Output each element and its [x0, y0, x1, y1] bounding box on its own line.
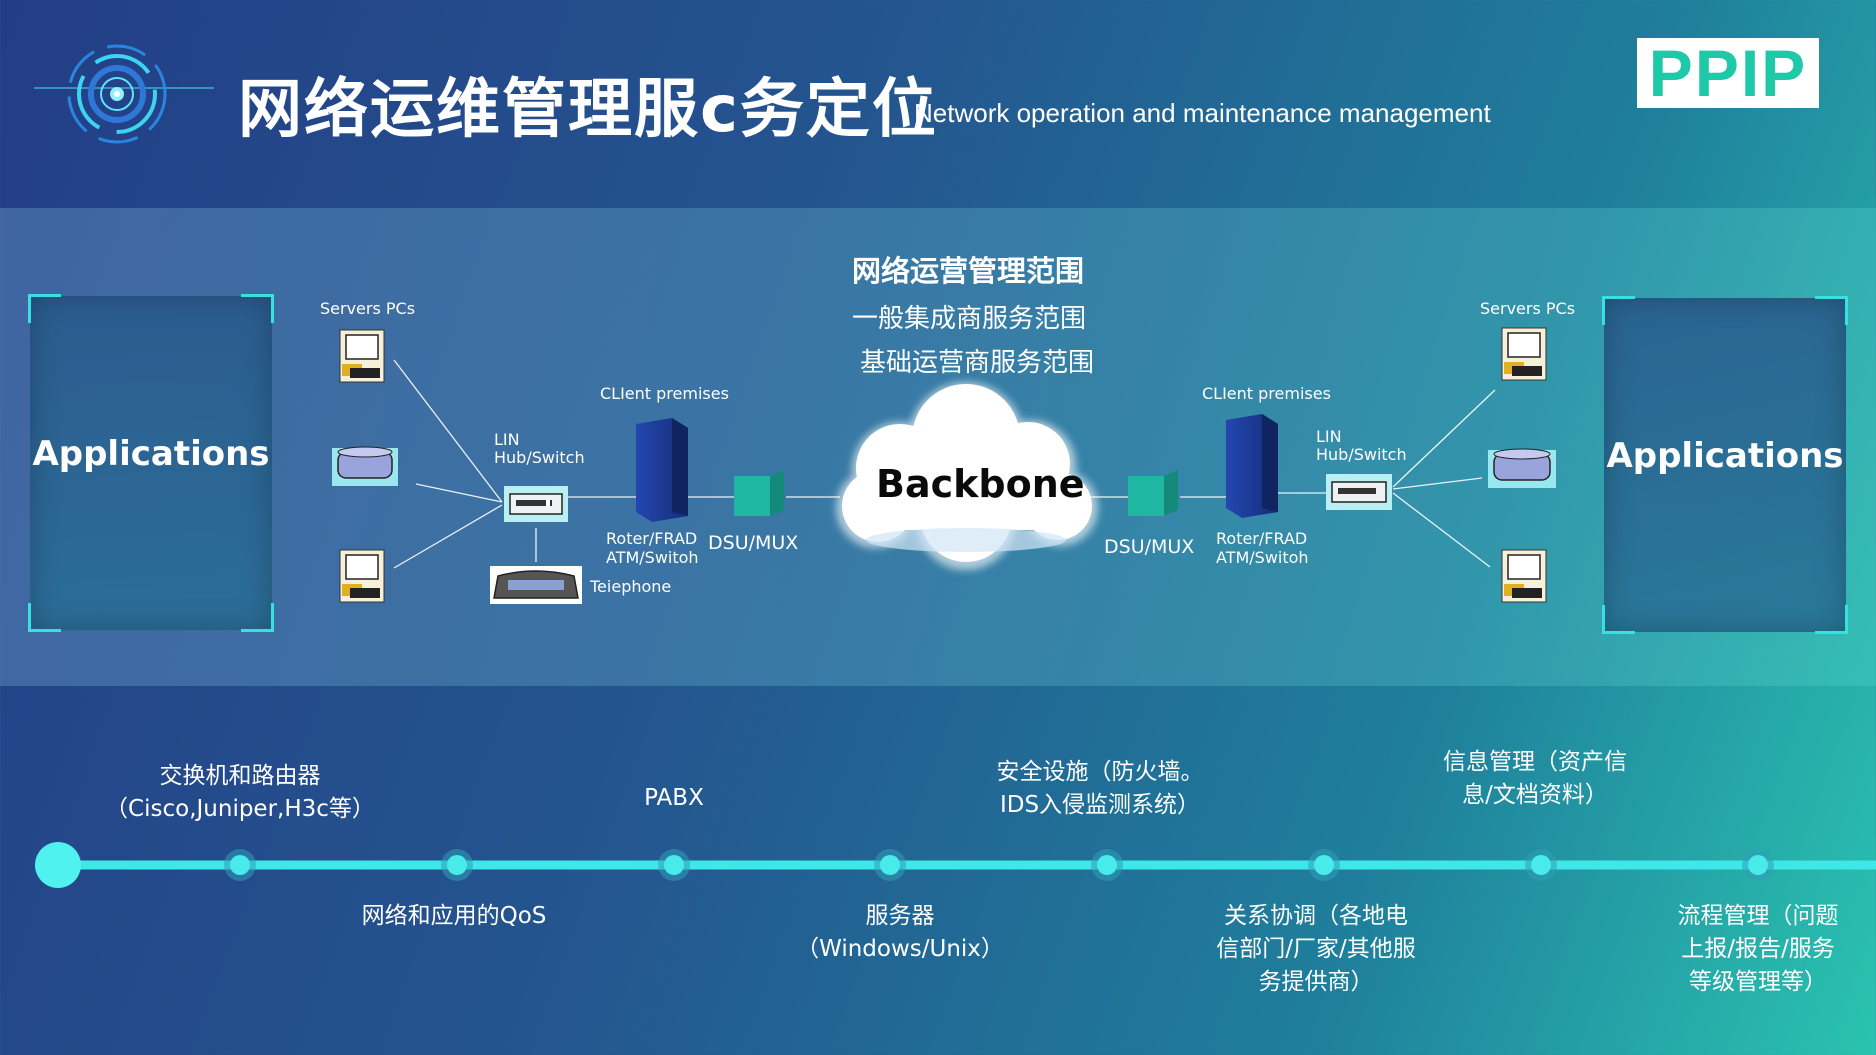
right-connection-lines	[1090, 389, 1496, 568]
right-hub-label-1: LIN	[1316, 427, 1342, 446]
backbone-cloud-icon	[836, 382, 1098, 570]
timeline-label-servers: 服务器 （Windows/Unix）	[750, 900, 1050, 966]
timeline-label-line: 信部门/厂家/其他服	[1216, 936, 1416, 962]
timeline-label-pabx: PABX	[574, 782, 774, 815]
right-pc-bottom-icon	[1501, 549, 1547, 603]
network-diagram	[332, 327, 1556, 604]
right-premises-label: CLIent premises	[1202, 384, 1331, 403]
timeline-label-line: 务提供商）	[1258, 969, 1374, 995]
left-hub-label-1: LIN	[494, 430, 520, 449]
timeline-label-line: 信息管理（资产信	[1443, 749, 1627, 775]
right-router-server-icon	[1226, 414, 1278, 518]
timeline-label-relations: 关系协调（各地电 信部门/厂家/其他服 务提供商）	[1176, 900, 1456, 999]
right-dsu-label: DSU/MUX	[1104, 536, 1195, 558]
scope-title: 网络运营管理范围	[852, 254, 1085, 288]
left-router-label-2: ATM/Switoh	[606, 548, 699, 567]
timeline-start-dot	[35, 842, 81, 888]
timeline-label-line: 流程管理（问题	[1677, 903, 1839, 929]
left-pc-top-icon	[339, 329, 385, 383]
right-servers-label: Servers PCs	[1480, 299, 1576, 318]
right-applications-box: Applications	[1602, 296, 1848, 634]
target-logo-icon	[34, 44, 214, 144]
right-router-label-1: Roter/FRAD	[1216, 529, 1308, 548]
right-router-label-2: ATM/Switoh	[1216, 548, 1309, 567]
page-subtitle: Network operation and maintenance manage…	[914, 98, 1491, 128]
left-applications-box: Applications	[28, 294, 274, 632]
backbone-label: Backbone	[876, 462, 1085, 506]
right-dsu-mux-icon	[1128, 470, 1178, 516]
timeline-label-line: 关系协调（各地电	[1224, 903, 1408, 929]
right-applications-label: Applications	[1606, 436, 1844, 476]
left-database-icon	[332, 446, 398, 486]
timeline-label-line: IDS入侵监测系统）	[999, 792, 1201, 818]
telephone-label: Teiephone	[590, 577, 672, 596]
left-router-server-icon	[636, 418, 688, 522]
timeline-label-process: 流程管理（问题 上报/报告/服务 等级管理等）	[1620, 900, 1876, 999]
right-hub-switch-icon	[1326, 474, 1392, 510]
brand-logo-text: PPIP	[1648, 36, 1808, 110]
left-dsu-label: DSU/MUX	[708, 532, 799, 554]
telephone-icon	[490, 566, 582, 604]
scope-integrator-line: 一般集成商服务范围	[852, 304, 1087, 334]
timeline-label-qos: 网络和应用的QoS	[314, 900, 594, 933]
timeline-label-security: 安全设施（防火墙。 IDS入侵监测系统）	[950, 756, 1250, 822]
timeline-label-line: 等级管理等）	[1689, 969, 1827, 995]
timeline-label-info-mgmt: 信息管理（资产信 息/文档资料）	[1390, 746, 1680, 812]
brand-logo: PPIP	[1637, 38, 1819, 108]
left-applications-label: Applications	[32, 434, 270, 474]
left-router-label-1: Roter/FRAD	[606, 529, 698, 548]
timeline-label-line: 上报/报告/服务	[1681, 936, 1835, 962]
right-pc-top-icon	[1501, 327, 1547, 381]
timeline-label-line: PABX	[644, 785, 704, 811]
left-connection-lines	[393, 359, 840, 569]
timeline-label-switches: 交换机和路由器 （Cisco,Juniper,H3c等）	[90, 760, 390, 826]
scope-operator-line: 基础运营商服务范围	[860, 348, 1095, 378]
timeline-nodes	[224, 849, 1774, 881]
timeline-label-line: 安全设施（防火墙。	[996, 759, 1204, 785]
timeline-label-line: 交换机和路由器	[159, 763, 321, 789]
left-servers-label: Servers PCs	[320, 299, 416, 318]
timeline-label-line: 服务器	[865, 903, 935, 929]
page-title: 网络运维管理服c务定位	[238, 73, 938, 147]
left-hub-switch-icon	[504, 486, 568, 522]
timeline-label-line: （Cisco,Juniper,H3c等）	[105, 796, 375, 822]
timeline-label-line: （Windows/Unix）	[796, 936, 1004, 962]
right-hub-label-2: Hub/Switch	[1316, 445, 1407, 464]
timeline-label-line: 网络和应用的QoS	[361, 903, 547, 929]
left-premises-label: CLIent premises	[600, 384, 729, 403]
timeline-label-line: 息/文档资料）	[1462, 782, 1608, 808]
left-hub-label-2: Hub/Switch	[494, 448, 585, 467]
timeline	[35, 842, 1876, 888]
right-database-icon	[1488, 448, 1556, 488]
left-pc-bottom-icon	[339, 549, 385, 603]
left-dsu-mux-icon	[734, 470, 784, 516]
